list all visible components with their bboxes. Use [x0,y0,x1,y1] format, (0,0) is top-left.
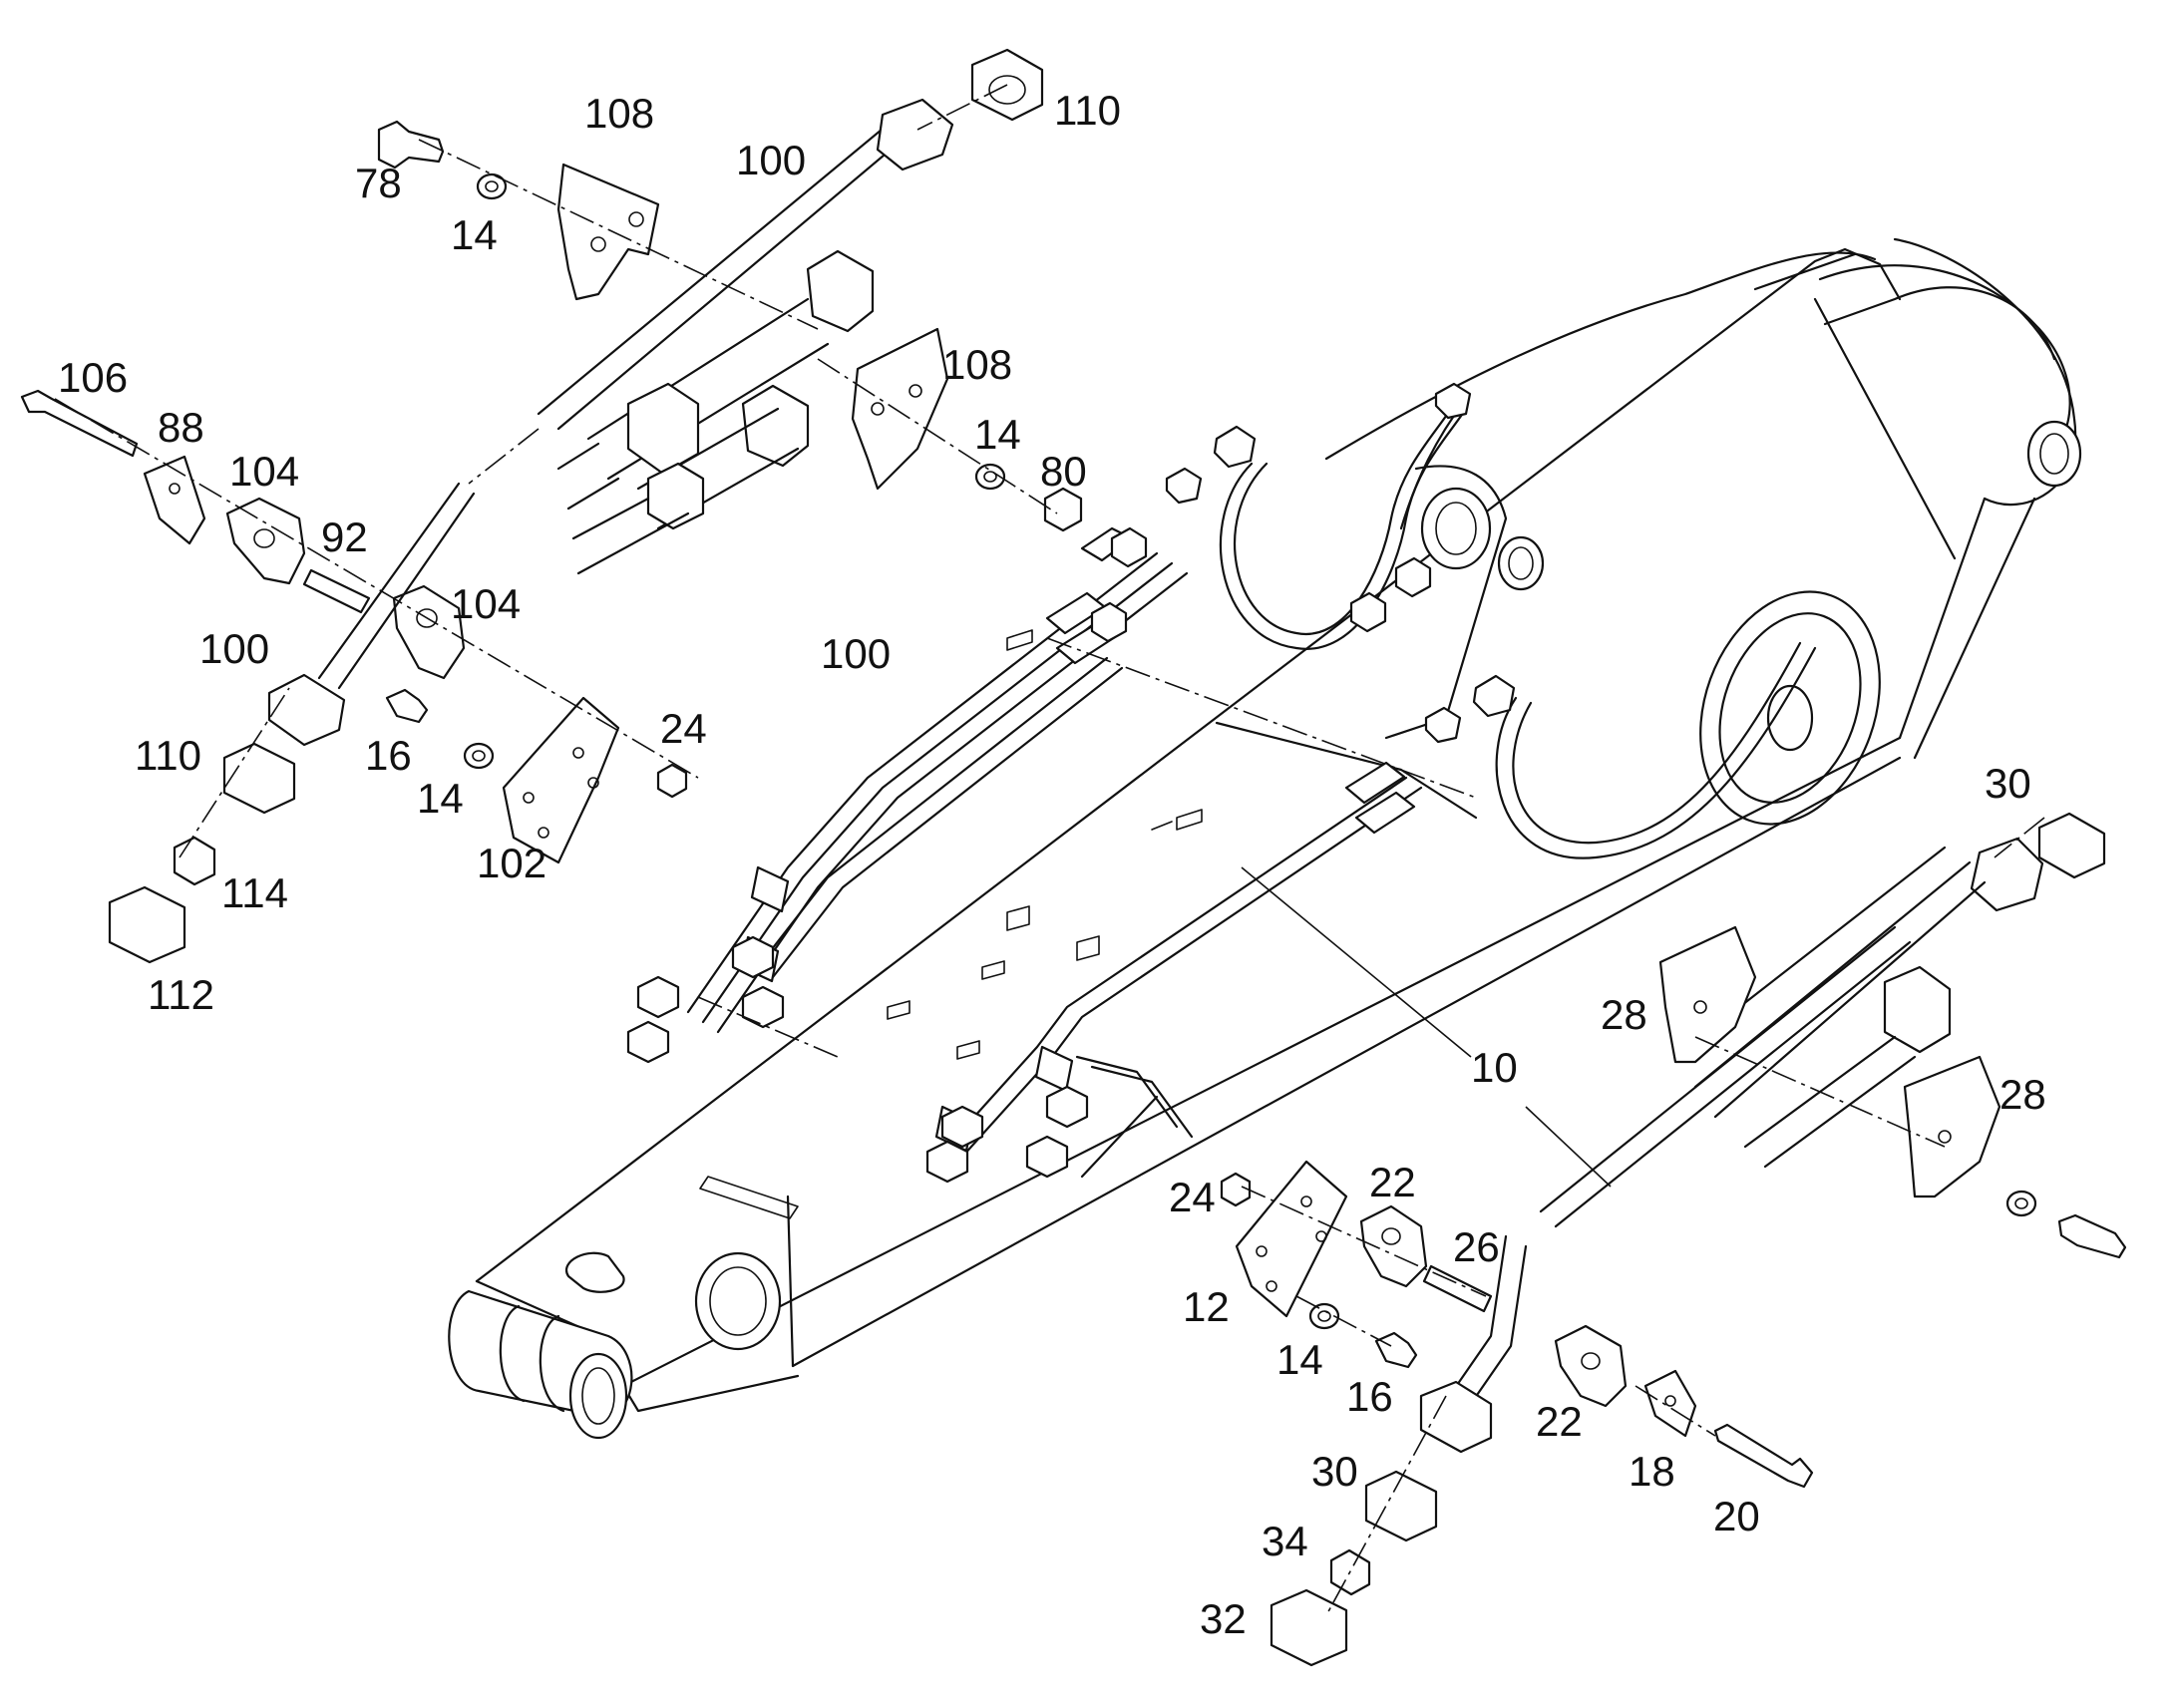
callout-88: 88 [158,404,204,451]
callout-14-b: 14 [974,411,1021,458]
callout-24-b: 24 [1169,1174,1216,1220]
callout-100-top: 100 [736,137,806,183]
callout-28-a: 28 [1601,991,1647,1038]
callout-104-b: 104 [451,580,521,627]
callout-92: 92 [321,513,368,560]
boom-pipes [626,382,1817,1184]
callout-18: 18 [1629,1448,1675,1495]
callout-14-c: 14 [417,775,464,822]
callout-labels: 110 108 100 78 14 106 88 104 92 104 108 … [58,87,2046,1642]
callout-24-a: 24 [660,705,707,752]
callout-110-top: 110 [1054,87,1121,134]
callout-28-b: 28 [1999,1071,2046,1118]
upper-left-exploded-parts [20,48,1477,1058]
callout-14-d: 14 [1276,1336,1323,1383]
callout-26: 26 [1453,1223,1500,1270]
callout-34: 34 [1262,1518,1308,1564]
callout-22-a: 22 [1369,1159,1416,1205]
leader-10 [1241,866,1472,1058]
callout-108-top: 108 [584,90,654,137]
lower-right-exploded-parts [1220,812,2127,1667]
callout-20: 20 [1713,1493,1760,1539]
callout-114: 114 [221,869,288,916]
callout-16-a: 16 [365,732,412,779]
callout-10: 10 [1471,1044,1518,1091]
callout-22-b: 22 [1536,1398,1583,1445]
callout-78: 78 [355,160,402,206]
leader-10b [1525,1106,1612,1188]
callout-100-left: 100 [199,625,269,672]
callout-112: 112 [148,971,214,1018]
callout-80: 80 [1040,448,1087,495]
callout-30-bot: 30 [1311,1448,1358,1495]
callout-12: 12 [1183,1283,1230,1330]
callout-104-a: 104 [229,448,299,495]
callout-100-mid: 100 [821,630,891,677]
callout-108-mid: 108 [942,341,1012,388]
callout-14-a: 14 [451,211,498,258]
callout-110-left: 110 [135,732,201,779]
callout-32: 32 [1200,1595,1247,1642]
callout-102: 102 [477,840,546,886]
callout-16-b: 16 [1346,1373,1393,1420]
boom-arm [448,237,2082,1440]
callout-106: 106 [58,354,128,401]
callout-30-top: 30 [1985,760,2031,807]
